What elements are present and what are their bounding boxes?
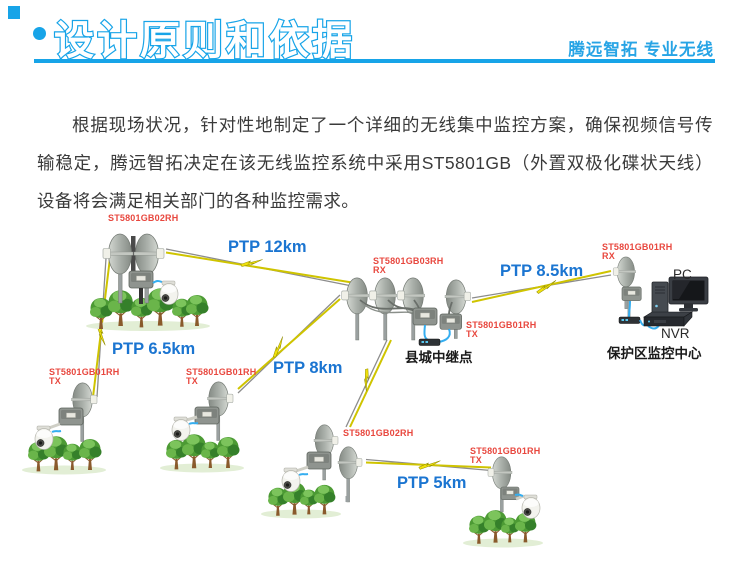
link-label-ptp85: PTP 8.5km xyxy=(500,262,583,280)
link-label-ptp8: PTP 8km xyxy=(273,359,342,377)
antenna-cable xyxy=(448,301,453,315)
device-label: ST5801GB02RH xyxy=(343,428,413,438)
link-label-ptp12: PTP 12km xyxy=(228,238,307,256)
page-title: 设计原则和依据 xyxy=(54,19,355,63)
node-bottom-right: ST5801GB01RH TX xyxy=(463,446,543,548)
radio-unit-icon xyxy=(194,406,220,425)
radio-unit-icon xyxy=(58,407,84,426)
tree-icon xyxy=(185,294,209,327)
node-relay: ST5801GB03RH RX ST5801GB01RH TX 县城中继点 xyxy=(341,256,536,365)
switch-icon xyxy=(418,338,441,346)
device-label: ST5801GB01RH xyxy=(466,320,536,330)
network-cable xyxy=(298,473,309,476)
wireless-link-line xyxy=(237,298,341,390)
dish-antenna-icon xyxy=(487,456,513,513)
grass-patch xyxy=(261,509,341,519)
page-title-graphic: 设计原则和依据 xyxy=(53,18,355,64)
device-label: ST5801GB03RH xyxy=(373,256,443,266)
grass-patch xyxy=(463,538,543,548)
header-rule xyxy=(34,59,715,63)
intro-paragraph: 根据现场状况，针对性地制定了一个详细的无线集中监控方案，确保视频信号传输稳定，腾… xyxy=(37,114,713,211)
grass-patch xyxy=(160,463,244,473)
radio-unit-icon xyxy=(128,270,154,289)
relay-caption: 县城中继点 xyxy=(405,349,473,365)
device-label: TX xyxy=(49,376,61,386)
antenna-pole xyxy=(139,288,143,304)
node-mid-bottom: ST5801GB01RH TX xyxy=(160,367,256,473)
dish-antenna-icon xyxy=(612,256,637,310)
link-label-ptp5: PTP 5km xyxy=(397,474,466,492)
device-label: TX xyxy=(470,455,482,465)
radio-unit-icon xyxy=(621,286,642,302)
device-label: RX xyxy=(373,265,386,275)
tree-icon xyxy=(216,436,240,469)
network-cable xyxy=(514,493,524,497)
grass-patch xyxy=(22,465,106,475)
device-label: ST5801GB01RH xyxy=(602,242,672,252)
node-bottom-center: ST5801GB02RH xyxy=(261,424,413,519)
node-top-left: ST5801GB02RH xyxy=(86,213,210,331)
ptz-camera-icon xyxy=(159,280,179,305)
node-monitoring-center: ST5801GB01RH RX PC NVR 保护区监控中心 xyxy=(602,242,709,361)
nvr-icon xyxy=(642,311,694,327)
antenna-cable xyxy=(413,299,420,309)
device-label: ST5801GB01RH xyxy=(186,367,256,377)
wireless-link-line xyxy=(349,339,392,428)
network-cable xyxy=(423,324,429,341)
dish-antenna-icon xyxy=(337,446,363,503)
radio-unit-icon xyxy=(412,307,438,326)
device-label: ST5801GB02RH xyxy=(108,213,178,223)
device-label: ST5801GB01RH xyxy=(470,446,540,456)
antenna-pole xyxy=(131,236,136,278)
wireless-link-line xyxy=(165,251,353,284)
antenna-cable xyxy=(361,302,416,315)
bullet-icon xyxy=(33,27,46,40)
pc-label: PC xyxy=(673,267,692,282)
center-caption: 保护区监控中心 xyxy=(606,345,702,361)
tree-icon xyxy=(78,438,102,471)
radio-unit-icon xyxy=(306,451,332,470)
device-label: TX xyxy=(466,329,478,339)
grass-patch xyxy=(86,321,210,331)
network-cable xyxy=(628,300,631,318)
brand-text: 腾远智拓 专业无线 xyxy=(568,41,714,59)
device-label: TX xyxy=(186,376,198,386)
link-label-ptp65: PTP 6.5km xyxy=(112,340,195,358)
device-label: RX xyxy=(602,251,615,261)
network-cable xyxy=(152,280,163,284)
network-cable xyxy=(188,422,199,425)
network-cable xyxy=(51,430,62,433)
device-label: ST5801GB01RH xyxy=(49,367,119,377)
antenna-pole xyxy=(345,496,349,502)
ptz-camera-icon xyxy=(34,425,54,450)
radio-unit-icon xyxy=(439,313,463,330)
pc-icon xyxy=(651,276,709,314)
accent-square xyxy=(8,6,20,19)
ptz-camera-icon xyxy=(521,494,541,519)
nvr-label: NVR xyxy=(661,326,690,341)
switch-icon xyxy=(618,316,641,324)
node-bottom-left: ST5801GB01RH TX xyxy=(22,367,119,475)
dish-antenna-icon xyxy=(341,277,370,341)
wireless-link-line xyxy=(471,270,612,303)
